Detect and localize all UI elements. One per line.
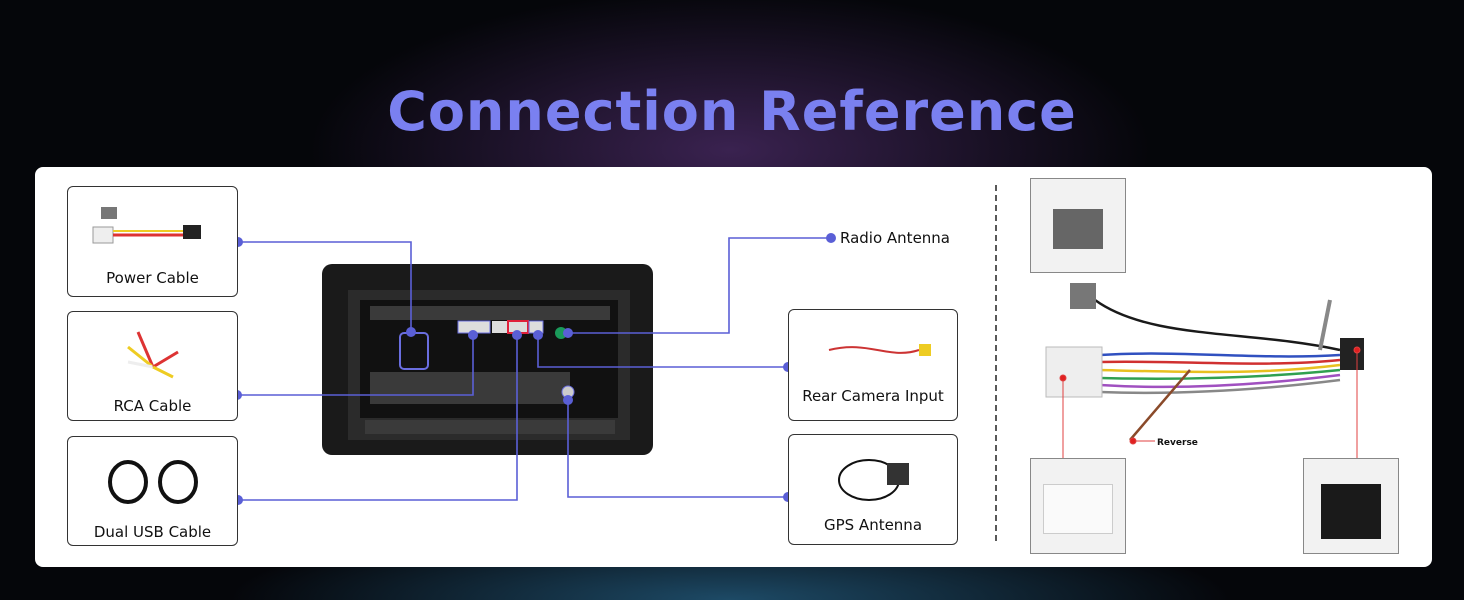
black-connector-photo (1303, 458, 1399, 554)
rca-cable-icon (127, 331, 179, 379)
wiring-harness-image (1094, 298, 1341, 441)
connection-lines (237, 237, 831, 501)
rca-cable-label: RCA Cable (113, 397, 192, 415)
grey-connector (1070, 283, 1096, 309)
rca-cable-box: RCA Cable (67, 311, 238, 421)
head-unit-image (322, 264, 653, 455)
gps-antenna-box: GPS Antenna (788, 434, 958, 545)
white-connector (1045, 346, 1103, 398)
gps-antenna-icon (838, 459, 909, 501)
power-cable-icon (92, 207, 201, 244)
black-connector (1340, 338, 1364, 370)
reverse-label: Reverse (1157, 438, 1198, 448)
rear-camera-box: Rear Camera Input (788, 309, 958, 421)
radio-antenna-label: Radio Antenna (840, 229, 951, 247)
rear-camera-label: Rear Camera Input (802, 387, 944, 405)
gps-antenna-label: GPS Antenna (823, 516, 923, 534)
usb-cable-label: Dual USB Cable (93, 523, 212, 541)
white-connector-photo (1030, 458, 1126, 554)
usb-cable-icon (108, 460, 198, 504)
page-title: Connection Reference (387, 80, 1077, 143)
camera-cable-icon (828, 344, 931, 356)
power-cable-box: Power Cable (67, 186, 238, 297)
usb-cable-box: Dual USB Cable (67, 436, 238, 546)
grey-connector-photo (1030, 178, 1126, 273)
power-cable-label: Power Cable (106, 269, 199, 287)
